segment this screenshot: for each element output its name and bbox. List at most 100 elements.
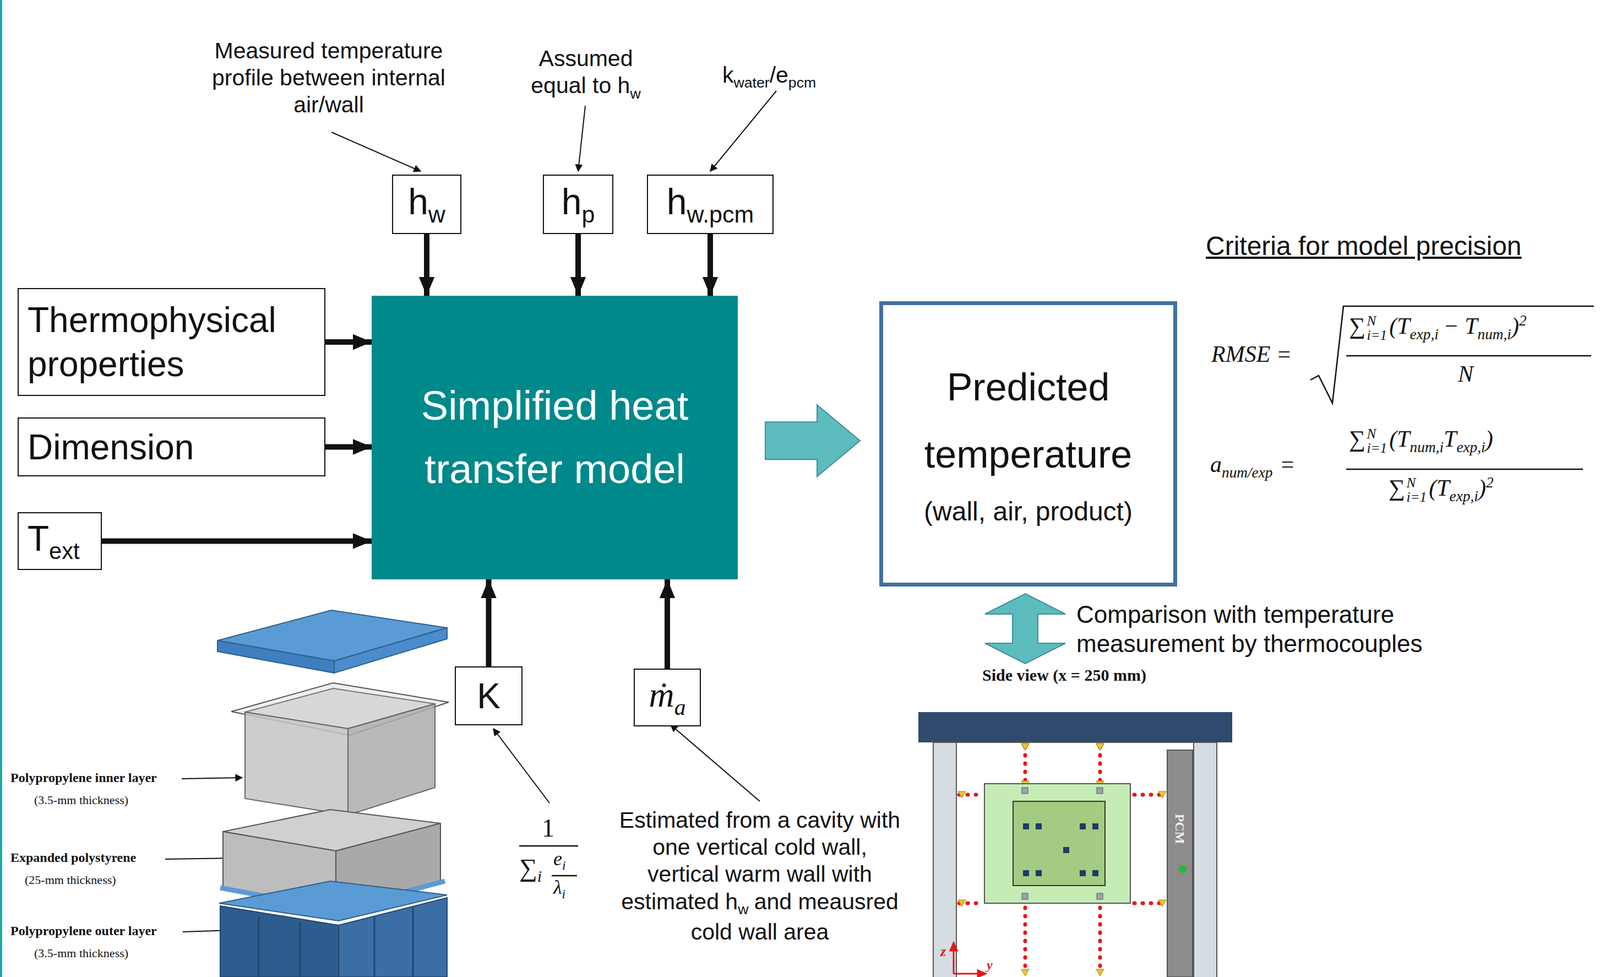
input-box: Text [17, 512, 102, 570]
sum-limits: Ni=1 [1406, 475, 1427, 505]
label-group: (3.5-mm thickness) [34, 945, 129, 961]
label-text: num,i [1410, 438, 1444, 456]
input-arrow [325, 444, 372, 450]
node-text-group: hw [398, 178, 455, 230]
label-text: Comparison with temperature measurement … [1076, 600, 1423, 657]
label-text: exp,i [1449, 487, 1479, 505]
label-text: 2 [1519, 312, 1527, 329]
label-text: a [1210, 451, 1222, 477]
label-group: Expanded polystyrene [10, 849, 136, 866]
input-box: Dimension [17, 417, 326, 477]
node-text-group: Predicted temperature(wall, air, product… [888, 353, 1168, 535]
label-text: z [940, 943, 946, 960]
node-label: a [674, 694, 687, 720]
label-group: Measured temperature profile between int… [191, 37, 467, 119]
node-label: Dimension [27, 427, 194, 467]
label-group: Side view (x = 250 mm) [982, 665, 1147, 685]
label-group: Polypropylene outer layer [10, 922, 157, 939]
double-arrow [984, 593, 1066, 664]
node-text-group: Simplified heat transfer model [377, 374, 733, 501]
node-label: (wall, air, product) [888, 488, 1168, 535]
label-group: Comparison with temperature measurement … [1076, 600, 1495, 659]
label-text: ∑ [1388, 475, 1406, 501]
label-group: Assumed equal to hw [519, 45, 652, 103]
node-label: h [666, 181, 688, 222]
node-label: Predicted temperature [888, 353, 1168, 489]
label-group: RMSE = [1211, 340, 1292, 368]
label-text: Criteria for model precision [1205, 231, 1522, 261]
parameter-box: hp [542, 174, 614, 234]
label-text: num,i [1477, 325, 1512, 343]
label-group: Criteria for model precision [1205, 230, 1522, 263]
label-text: /e [769, 62, 789, 88]
math-limit: i=1 [1406, 490, 1427, 505]
parameter-box: ṁa [633, 668, 701, 727]
label-text: Measured temperature profile between int… [211, 37, 446, 118]
node-label: Simplified heat transfer model [421, 382, 689, 492]
label-text: 1 [541, 813, 555, 842]
label-text: w [629, 85, 641, 102]
label-text: N [1457, 361, 1474, 387]
math-limit: i=1 [1366, 328, 1387, 343]
label-text: ∑ [1348, 313, 1366, 339]
label-text: num/exp [1221, 464, 1273, 481]
label-text: λ [553, 875, 563, 899]
label-group: ∑Ni=1(Texp,i)2 [1388, 473, 1494, 505]
node-text-group: Dimension [27, 425, 316, 470]
label-group: Estimated from a cavity with one vertica… [616, 806, 903, 946]
input-arrow [486, 579, 492, 667]
math-limit: N [1406, 475, 1427, 491]
label-group: y [986, 956, 993, 973]
node-text-group: ṁa [640, 672, 695, 722]
math-limit: i=1 [1366, 441, 1387, 456]
node-label: ṁ [648, 675, 674, 715]
label-text: y [986, 957, 993, 972]
label-text: (3.5-mm thickness) [34, 945, 129, 960]
output-box: Predicted temperature(wall, air, product… [879, 301, 1178, 587]
label-group: 1 [541, 812, 555, 843]
label-text: (3.5-mm thickness) [34, 792, 129, 807]
parameter-box: hw [392, 174, 462, 234]
label-group: (25-mm thickness) [24, 872, 117, 887]
label-text: i [562, 886, 567, 901]
node-text-group: K [461, 673, 516, 718]
label-text: e [553, 847, 563, 870]
block-arrow [765, 404, 861, 477]
label-text: ) [1511, 313, 1520, 339]
side-rule [0, 0, 3, 977]
node-label: T [27, 518, 50, 559]
node-label: h [561, 181, 582, 222]
parameter-box: hw.pcm [646, 174, 774, 234]
label-text: = [1279, 451, 1295, 477]
label-text: k [722, 62, 734, 88]
node-text-group: hw.pcm [653, 178, 767, 230]
sum-limits: Ni=1 [1366, 426, 1387, 456]
input-arrow [575, 233, 581, 296]
input-arrow [707, 233, 714, 296]
label-text: Expanded polystyrene [10, 850, 136, 865]
label-text: Polypropylene inner layer [10, 770, 157, 785]
node-label: p [581, 200, 595, 228]
node-text-group: hp [549, 178, 607, 230]
label-text: Polypropylene outer layer [10, 923, 157, 938]
label-text: − T [1443, 313, 1478, 339]
leader-lines [165, 90, 777, 932]
node-text-group: Thermophysical properties [27, 297, 316, 386]
label-group: λi [553, 875, 566, 902]
node-label: K [476, 676, 501, 716]
label-group: ∑i [519, 852, 542, 886]
label-text: 2 [1486, 474, 1494, 491]
input-arrow [325, 339, 372, 345]
model-box: Simplified heat transfer model [371, 295, 738, 580]
label-text: Assumed equal to h [530, 45, 633, 99]
label-group: ∑Ni=1(Tnum,iTexp,i) [1348, 425, 1494, 456]
label-text: Side view (x = 250 mm) [982, 665, 1147, 684]
math-limit: N [1366, 426, 1387, 442]
label-group: anum/exp = [1210, 450, 1295, 482]
label-text: w [737, 900, 749, 918]
label-group: (3.5-mm thickness) [34, 792, 129, 808]
node-label: Thermophysical properties [27, 300, 277, 384]
input-arrow [664, 579, 671, 669]
label-group: ei [553, 846, 566, 873]
label-text: (25-mm thickness) [24, 872, 117, 887]
